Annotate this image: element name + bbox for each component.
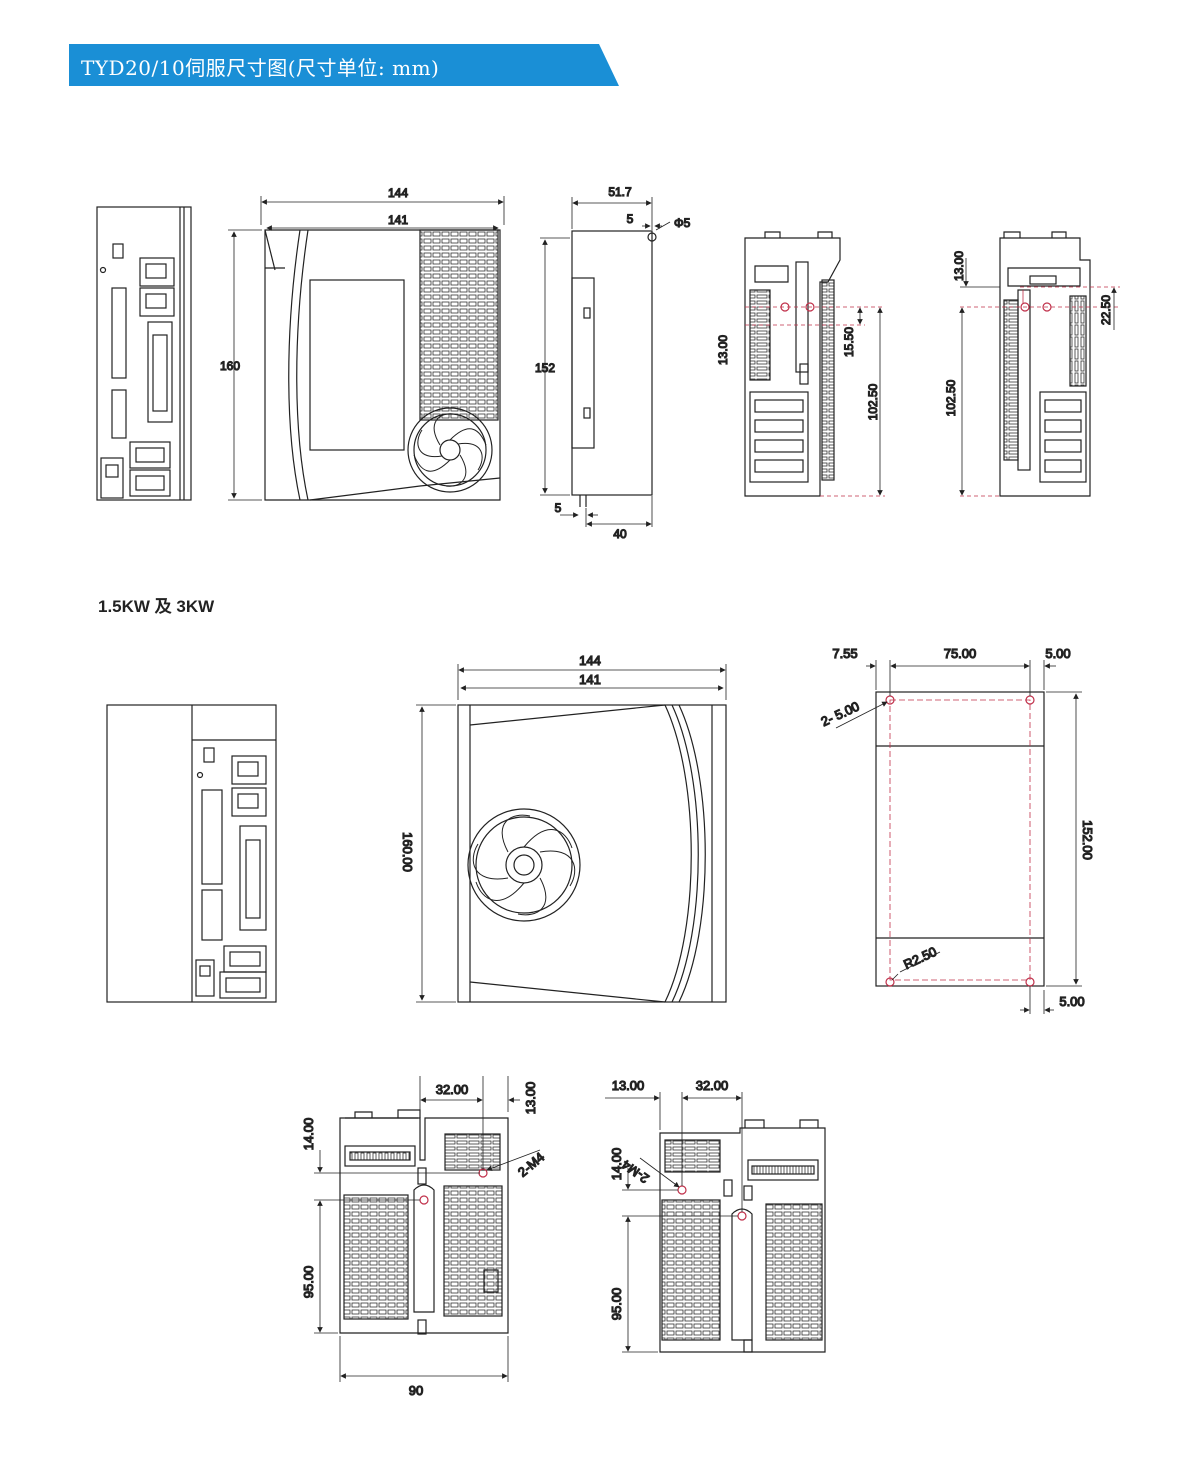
rear-view-left-small	[744, 231, 885, 497]
dim-rear-left-1550: 15.50	[842, 327, 856, 357]
dim-rear-right-2250: 22.50	[1099, 295, 1113, 325]
section-title-1-5kw-3kw: 1.5KW 及 3KW	[98, 597, 215, 616]
dim-152: 152	[535, 361, 555, 375]
dim-bl-90: 90	[409, 1383, 423, 1398]
side-view-small	[228, 196, 505, 501]
mounting-plate-view	[835, 660, 1082, 1014]
rear-view-right-large	[605, 1092, 826, 1353]
dim-40: 40	[613, 527, 627, 541]
dim-2-holes: 2- 5.00	[819, 699, 862, 730]
dim-16000: 160.00	[400, 832, 415, 872]
front-panel-view-large	[106, 704, 277, 1003]
dim-rear-right-13: 13.00	[952, 251, 966, 281]
dim-br-9500: 95.00	[609, 1288, 624, 1321]
dim-phi5: Φ5	[674, 216, 691, 230]
dim-755: 7.55	[832, 646, 857, 661]
dim-5-top: 5	[627, 212, 634, 226]
front-panel-view-small	[96, 206, 192, 501]
rear-view-left-large	[314, 1076, 541, 1382]
dim-bl-9500: 95.00	[301, 1266, 316, 1299]
dim-bl-1300: 13.00	[523, 1082, 538, 1115]
dim-bl-1400: 14.00	[301, 1118, 316, 1151]
dim-rear-right-10250: 102.50	[944, 379, 958, 416]
dim-141-top: 141	[388, 213, 408, 227]
dim-141-mid: 141	[579, 672, 601, 687]
dim-5-bottom: 5	[555, 501, 562, 515]
depth-view-small	[540, 197, 671, 527]
dim-7500: 75.00	[944, 646, 977, 661]
title-banner: TYD20/10伺服尺寸图(尺寸单位: mm)	[69, 44, 619, 86]
dim-500-bottom: 5.00	[1059, 994, 1084, 1009]
dim-br-1400: 14.00	[609, 1148, 624, 1181]
dim-500-top: 5.00	[1045, 646, 1070, 661]
side-view-large	[416, 664, 727, 1003]
dim-144-top: 144	[388, 186, 408, 200]
dim-br-3200: 32.00	[696, 1078, 729, 1093]
page-title: TYD20/10伺服尺寸图(尺寸单位: mm)	[81, 56, 440, 80]
dim-br-1300: 13.00	[612, 1078, 645, 1093]
dim-160-top: 160	[220, 359, 240, 373]
banner-shape	[69, 44, 619, 86]
dim-144-mid: 144	[579, 653, 601, 668]
dim-rear-left-13: 13.00	[716, 335, 730, 365]
fan-blades-small	[413, 413, 487, 487]
fan-blades-large	[472, 814, 576, 916]
dim-bl-3200: 32.00	[436, 1082, 469, 1097]
dim-bl-2m4: 2-M4	[515, 1149, 547, 1180]
dim-517: 51.7	[608, 185, 632, 199]
dim-rear-left-10250: 102.50	[866, 383, 880, 420]
rear-view-right-small	[959, 231, 1120, 497]
dim-15200: 152.00	[1080, 820, 1095, 860]
dim-r250: R2.50	[901, 944, 939, 972]
